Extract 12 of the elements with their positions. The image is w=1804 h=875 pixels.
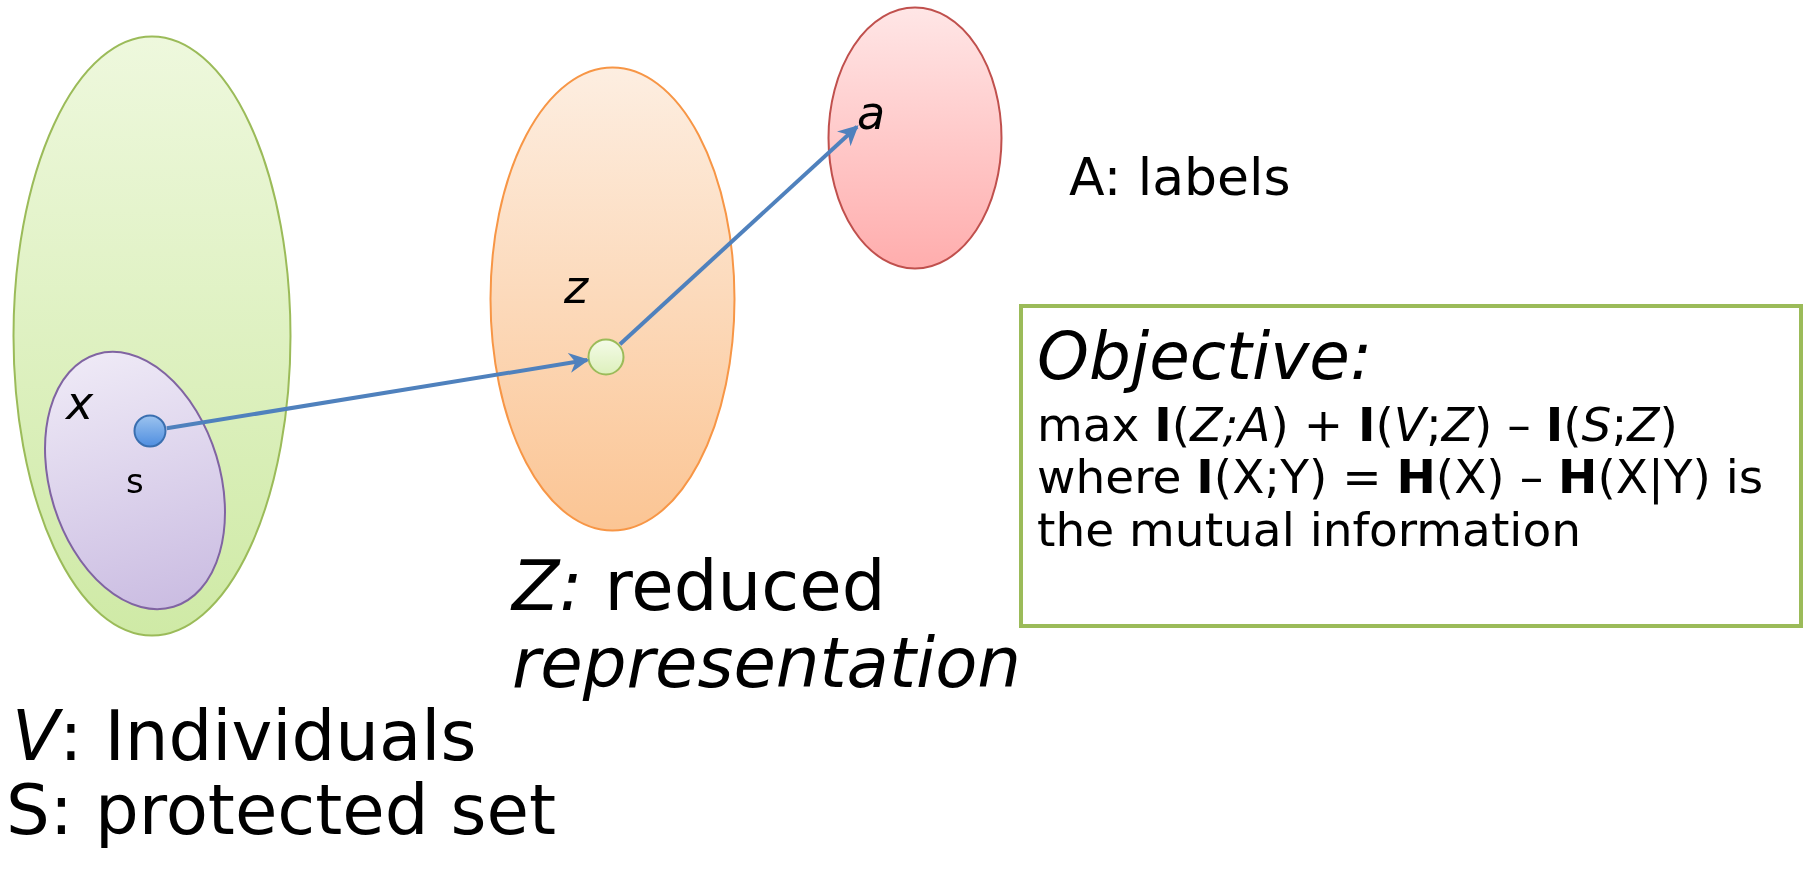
variable-label: s: [126, 462, 144, 501]
set-label: Z: reduced representation: [512, 548, 1023, 703]
variable-label: A: labels: [1069, 148, 1291, 207]
panel-heading: Objective:: [1037, 317, 1374, 397]
formula-text: where I(X;Y) = H(X) – H(X|Y) is the mutual information: [1037, 451, 1765, 557]
arrow: [166, 353, 590, 431]
element-label: a: [857, 88, 886, 140]
variable-label: x: [66, 378, 94, 430]
arrow: [618, 125, 859, 346]
formula-text: max I(Z;A) + I(V;Z) – I(S;Z): [1037, 398, 1679, 452]
variable-label: z: [564, 262, 589, 314]
objective-panel: [1019, 304, 1803, 628]
